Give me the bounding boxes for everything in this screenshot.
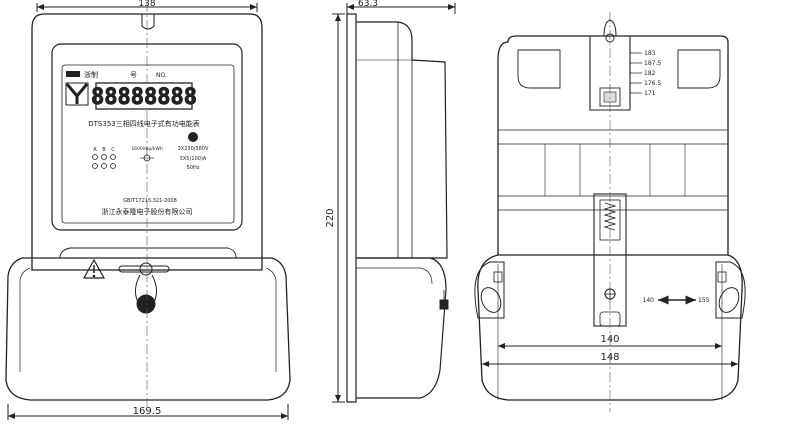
mark-183: 183 [644, 50, 656, 57]
nameplate: 浙制 号 NO. 88888888 DTS353三相四线电子式有功电能表 B A… [65, 70, 209, 216]
side-seal [439, 299, 449, 310]
voltage-text: 3X230/380V [178, 146, 209, 152]
brand-logo [65, 82, 89, 106]
side-base-plate [346, 13, 357, 403]
side-body [356, 21, 448, 259]
slot-min-label: 140 [643, 297, 655, 304]
frequency-text: 50Hz [187, 165, 200, 171]
front-view: 138 169.5 [5, 0, 291, 420]
phase-indicators: A B C [92, 147, 116, 169]
license-text: 浙制 [84, 70, 98, 79]
mark-icon: B [188, 132, 198, 142]
phase-label-a: A [93, 147, 97, 153]
back-view: 183 187.5 182 176.5 171 140 [474, 12, 746, 412]
front-terminal-cover [5, 257, 291, 401]
mark-182: 182 [644, 70, 656, 77]
seal-icon [118, 262, 170, 314]
height-marks: 183 187.5 182 176.5 171 [630, 50, 661, 97]
mark-187-5: 187.5 [644, 60, 661, 67]
dimension-side-depth: 63.3 [346, 0, 456, 14]
phase-label-c: C [111, 147, 115, 153]
side-terminal-cover [356, 257, 447, 399]
model-title: DTS353三相四线电子式有功电能表 [88, 119, 199, 128]
front-hook [141, 14, 155, 30]
dimension-height: 220 [325, 13, 345, 403]
manufacturer-text: 浙江永泰隆电子股份有限公司 [102, 207, 193, 216]
current-text: 3X5(100)A [180, 156, 207, 162]
mark-176-5: 176.5 [644, 80, 661, 87]
dimension-slot: 140 155 [643, 295, 710, 305]
lcd-display [95, 82, 193, 110]
warning-icon [82, 258, 106, 279]
front-upper-body [31, 13, 263, 271]
dim-label-220: 220 [325, 208, 336, 227]
side-view: 63.3 220 [325, 0, 456, 403]
no-label: NO. [156, 72, 167, 79]
phase-label-b: B [102, 147, 106, 153]
lcd-digits: 88888888 [91, 85, 197, 110]
back-body [497, 35, 729, 256]
slot-max-label: 155 [698, 297, 710, 304]
pulse-led-icon [140, 154, 154, 162]
svg-text:B: B [191, 135, 195, 142]
standard-text: GB/T17215.321-2008 [123, 198, 177, 204]
imp-label: 1600imp/kWh [131, 146, 163, 152]
dimension-front-bottom: 169.5 [7, 404, 289, 420]
mark-171: 171 [644, 90, 656, 97]
dim-label-63-3: 63.3 [358, 0, 378, 9]
number-label: 号 [130, 71, 137, 79]
dim-label-169-5: 169.5 [133, 406, 162, 417]
